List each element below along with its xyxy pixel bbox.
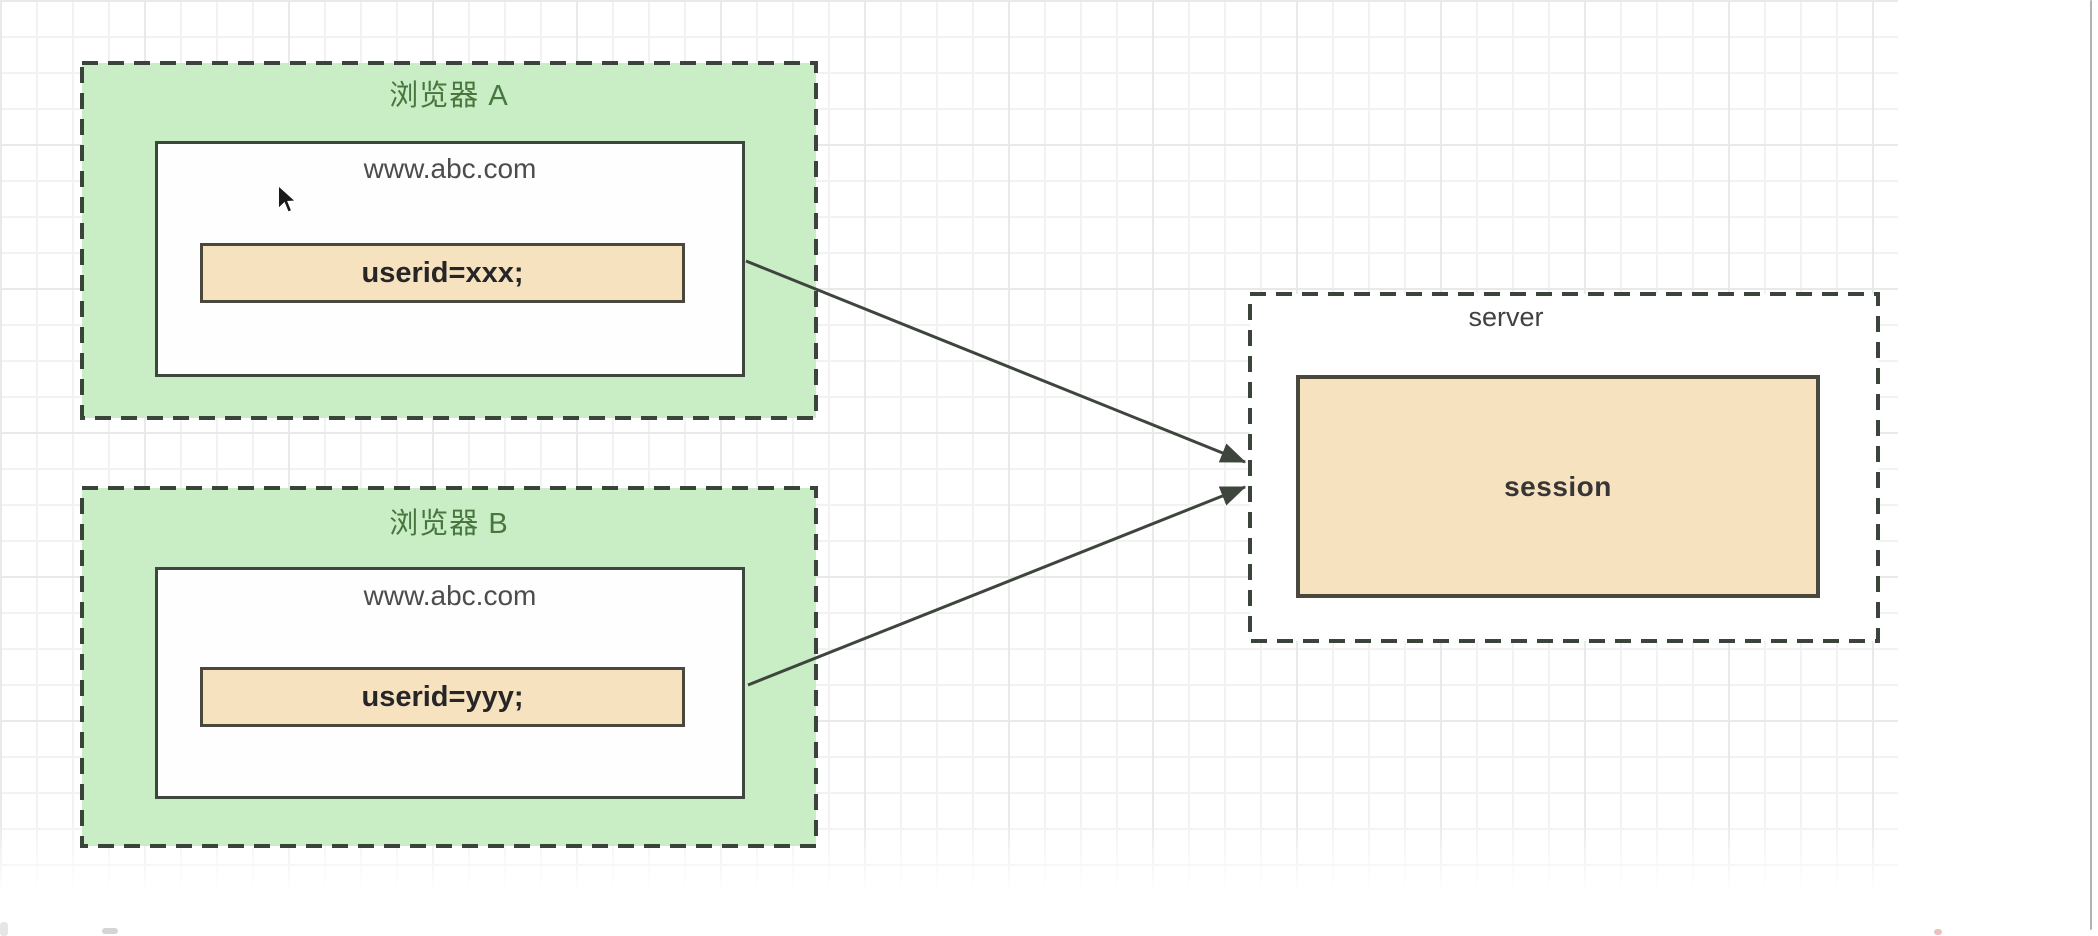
server-session-box: session (1296, 375, 1820, 598)
browser-a-label: 浏览器 A (389, 80, 509, 112)
screen-artifact-right-line (2090, 0, 2092, 930)
browser-b-cookie-box: userid=yyy; (200, 667, 685, 727)
request-arrow-browser-b (747, 485, 1247, 687)
browser-b-cookie-text: userid=yyy; (361, 680, 524, 713)
request-arrow-browser-a (745, 259, 1247, 464)
mouse-cursor-icon (277, 185, 298, 214)
browser-b-label: 浏览器 B (389, 508, 509, 540)
screen-artifact-bottom-left (0, 922, 8, 936)
browser-a-cookie-box: userid=xxx; (200, 243, 685, 303)
browser-a-site-label: www.abc.com (363, 153, 537, 184)
browser-a-cookie-text: userid=xxx; (361, 256, 524, 289)
server-label: server (1468, 302, 1544, 332)
screen-artifact-bottom-right-dot (1934, 929, 1942, 935)
screen-artifact-bottom-smudge (102, 928, 118, 934)
server-session-label: session (1504, 470, 1612, 502)
browser-b-site-label: www.abc.com (363, 580, 537, 611)
